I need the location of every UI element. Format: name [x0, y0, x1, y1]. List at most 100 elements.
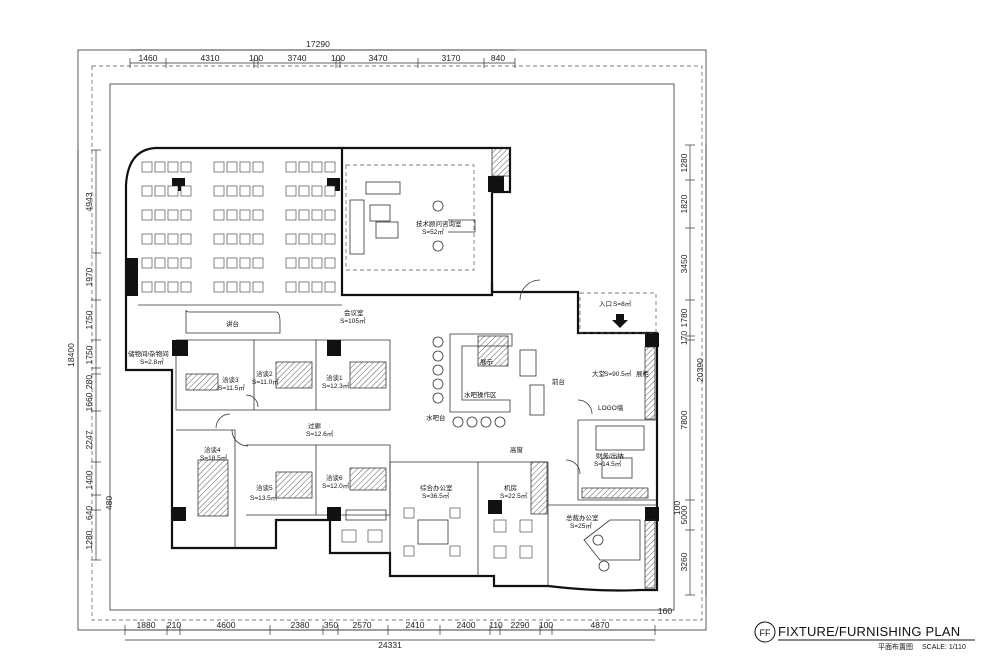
label-neg2: 洽谈2 — [256, 369, 273, 378]
training-chair — [141, 161, 153, 173]
training-chair — [141, 209, 153, 221]
dim-right-7: 3260 — [679, 552, 689, 571]
dim-right-5: 7800 — [679, 410, 689, 429]
dim-left-8: 640 — [84, 506, 94, 520]
dim-top-7: 840 — [491, 53, 505, 63]
training-chair — [285, 257, 297, 269]
training-chair — [311, 185, 323, 197]
training-chair — [226, 209, 238, 221]
label-neg4-area: S=18.5㎡ — [200, 453, 228, 462]
training-chair — [167, 161, 179, 173]
training-chair — [239, 161, 251, 173]
label-neg5-area: S=13.5㎡ — [250, 493, 278, 502]
training-chair — [167, 281, 179, 293]
dim-bottom-10: 100 — [539, 620, 553, 630]
training-chair — [311, 257, 323, 269]
label-ceo-office: 总裁办公室 — [566, 513, 599, 522]
label-entrance: 入口 — [599, 300, 612, 308]
training-chair — [298, 233, 310, 245]
training-chair — [180, 257, 192, 269]
dim-top-5: 3470 — [369, 53, 388, 63]
label-neg3-area: S=11.5㎡ — [218, 383, 245, 392]
label-corridor-area: S=12.6㎡ — [306, 429, 334, 438]
label-stage: 讲台 — [226, 319, 239, 328]
label-hall-area: S=105㎡ — [340, 316, 366, 325]
dim-top-1: 4310 — [201, 53, 220, 63]
label-hall: 会议室 — [344, 308, 364, 317]
label-ceo-office-area: S=25㎡ — [570, 521, 592, 530]
dim-right-total: 20390 — [695, 358, 705, 382]
training-chair — [311, 281, 323, 293]
training-chair — [141, 257, 153, 269]
label-corridor: 过廊 — [308, 421, 322, 430]
label-high-window: 高窗 — [510, 445, 523, 454]
dim-bottom-1: 210 — [167, 620, 181, 630]
dim-left-extra: 480 — [104, 496, 114, 510]
training-chair — [213, 257, 225, 269]
label-general-office: 综合办公室 — [420, 483, 453, 492]
label-server-area: S=22.5㎡ — [500, 491, 528, 500]
training-chair — [311, 209, 323, 221]
water-bar — [432, 333, 545, 428]
label-storage-area: S=2.8㎡ — [140, 357, 164, 366]
label-tech-consult: 技术顾问咨询室 — [416, 219, 462, 228]
label-tech-consult-area: S=52㎡ — [422, 227, 444, 236]
training-chair — [298, 185, 310, 197]
dim-right-4: 170 — [679, 331, 689, 345]
label-bar-note: 水吧操作区 — [464, 390, 497, 399]
label-neg1-area: S=12.3㎡ — [322, 381, 350, 390]
training-chair — [252, 281, 264, 293]
bottom-dimensions: 1880 210 4600 2380 350 2570 2410 2400 11… — [124, 606, 672, 650]
training-chair — [311, 161, 323, 173]
training-chair — [285, 161, 297, 173]
dim-bottom-total: 24331 — [378, 640, 402, 650]
training-chair — [239, 281, 251, 293]
training-chair — [180, 185, 192, 197]
training-chair — [226, 257, 238, 269]
label-neg1: 洽谈1 — [326, 373, 343, 382]
dim-bottom-2: 4600 — [217, 620, 236, 630]
office-furniture — [341, 425, 645, 572]
dim-right-0: 1280 — [679, 153, 689, 172]
training-chair — [285, 233, 297, 245]
training-chair — [252, 209, 264, 221]
training-chair — [213, 233, 225, 245]
training-chair — [213, 185, 225, 197]
training-seating — [141, 161, 336, 293]
training-chair — [154, 209, 166, 221]
training-chair — [226, 233, 238, 245]
training-chair — [226, 281, 238, 293]
training-chair — [324, 233, 336, 245]
training-chair — [180, 233, 192, 245]
title-badge-circle — [754, 621, 776, 643]
dim-left-6: 2247 — [84, 430, 94, 449]
training-chair — [298, 209, 310, 221]
top-dimensions: 17290 1460 4310 100 3740 100 3470 3170 8… — [129, 39, 516, 68]
dim-left-4: 280 — [84, 375, 94, 389]
training-chair — [180, 209, 192, 221]
dim-left-5: 1660 — [84, 392, 94, 411]
label-storage: 储物间/杂物间 — [128, 349, 169, 358]
dim-left-0: 4943 — [84, 192, 94, 211]
training-chair — [239, 185, 251, 197]
label-neg6: 洽谈6 — [326, 473, 343, 482]
left-dimensions: 4943 1970 1750 1750 280 1660 2247 1400 6… — [66, 149, 114, 561]
meeting-tables — [185, 361, 449, 545]
label-general-office-area: S=36.5㎡ — [422, 491, 450, 500]
label-water-bar: 水吧台 — [426, 413, 446, 422]
training-chair — [252, 257, 264, 269]
label-neg6-area: S=12.0㎡ — [322, 481, 350, 490]
label-reception-desk: 前台 — [552, 377, 565, 386]
dim-bottom-9: 2290 — [511, 620, 530, 630]
training-chair — [239, 257, 251, 269]
training-chair — [226, 161, 238, 173]
training-chair — [213, 209, 225, 221]
title-scale: SCALE: 1/110 — [922, 644, 966, 651]
title-subtitle: 平面布置图 — [878, 642, 913, 651]
dim-bottom-4: 350 — [324, 620, 338, 630]
label-server: 机房 — [504, 483, 517, 492]
entrance-arrow-icon — [612, 314, 628, 328]
training-chair — [167, 209, 179, 221]
right-dimensions: 1280 1820 3450 1780 170 7800 5000 3260 2… — [672, 144, 707, 596]
label-neg3: 洽谈3 — [222, 375, 239, 384]
